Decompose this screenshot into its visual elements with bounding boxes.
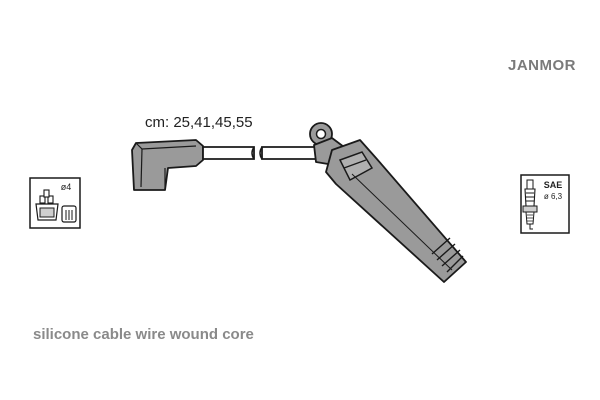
plug-terminal-box: SAE ø 6,3 (520, 174, 570, 234)
brand-name: JANMOR (508, 57, 577, 74)
plug-terminal-size: ø 6,3 (544, 192, 563, 201)
plug-terminal-standard: SAE (544, 180, 563, 190)
spark-plug-icon (522, 179, 538, 230)
product-caption: silicone cable wire wound core (33, 326, 254, 343)
distributor-terminal-box: ø4 (29, 177, 81, 229)
spark-plug-boot (309, 122, 467, 283)
distributor-boot (131, 139, 204, 191)
cable-lengths: cm: 25,41,45,55 (145, 114, 253, 131)
cable-segment-right (259, 146, 319, 160)
distributor-cap-icon (35, 189, 77, 223)
distributor-terminal-size: ø4 (61, 182, 72, 192)
cable-segment-left (202, 146, 255, 160)
